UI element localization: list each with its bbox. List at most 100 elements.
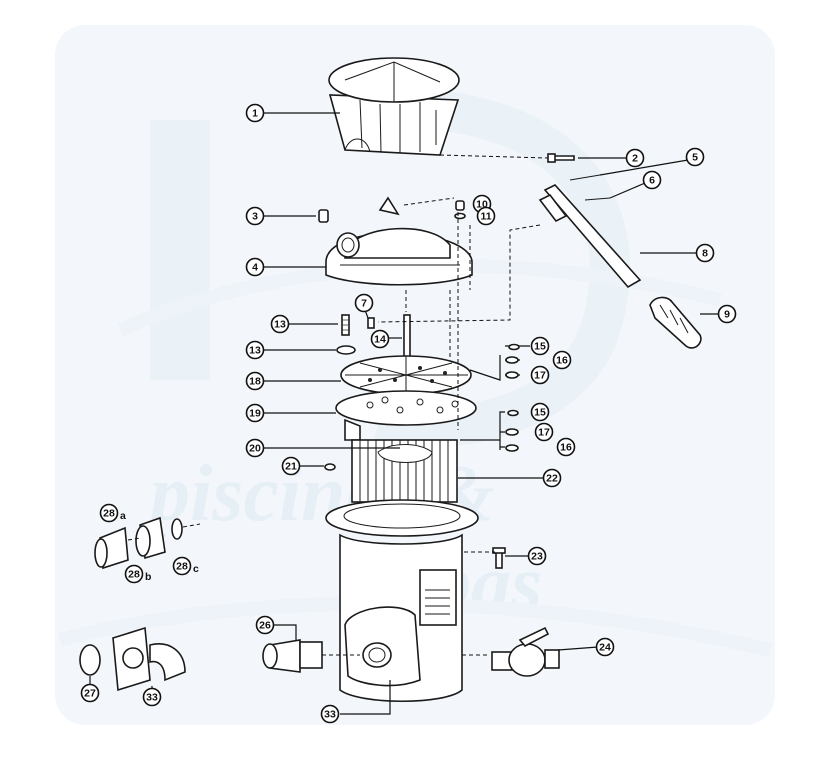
callout-c21: 21 [281, 456, 301, 476]
callout-c16a: 16 [552, 350, 572, 370]
callout-circle [245, 340, 265, 360]
callout-circle [142, 687, 162, 707]
part-drain-valve [491, 626, 560, 677]
callout-circle [527, 546, 547, 566]
callout-circle [642, 170, 662, 190]
callout-label: 14 [374, 334, 386, 346]
callout-c13a: 13 [270, 314, 290, 334]
callout-group: 1234567891011131314151516161717181920212… [80, 103, 737, 724]
callout-label: 28 [176, 561, 188, 573]
callout-c33a: 33 [142, 687, 162, 707]
callout-label: 23 [531, 551, 543, 563]
watermark-swoosh [338, 87, 630, 448]
callout-label: 7 [361, 298, 367, 310]
callout-circle [556, 437, 576, 457]
part-filter-cover [328, 57, 460, 156]
watermark-letter-bar [150, 120, 210, 380]
part-oring-and-elbow [79, 626, 186, 692]
callout-circle [534, 422, 554, 442]
callout-circle [320, 704, 340, 724]
callout-circle [625, 148, 645, 168]
callout-label: 17 [538, 427, 550, 439]
callout-c17a: 17 [530, 365, 550, 385]
callout-label: 16 [560, 442, 572, 454]
callout-c13b: 13 [245, 340, 265, 360]
callout-suffix: a [120, 510, 126, 522]
callout-label: 21 [285, 461, 297, 473]
callout-c23: 23 [527, 546, 547, 566]
callout-circle [80, 683, 100, 703]
callout-label: 24 [599, 642, 611, 654]
callout-circle [245, 371, 265, 391]
callout-circle [354, 293, 374, 313]
callout-circle [595, 637, 615, 657]
part-handle-grip [649, 296, 702, 349]
callout-label: 17 [534, 370, 546, 382]
callout-circle [530, 365, 550, 385]
assembly-dash-lines [127, 154, 549, 656]
callout-c28b: 28 b [124, 564, 151, 584]
callout-c2: 2 [625, 148, 645, 168]
callout-circle [370, 329, 390, 349]
part-handle [538, 174, 642, 289]
washer-markers [324, 343, 520, 471]
callout-c5: 5 [685, 147, 705, 167]
callout-c15a: 15 [530, 336, 550, 356]
callout-circle [530, 336, 550, 356]
callout-c28c: 28 c [172, 556, 199, 576]
callout-label: 6 [649, 175, 655, 187]
part-drain-plug [492, 547, 506, 569]
callout-circle [530, 402, 550, 422]
callout-c8: 8 [695, 243, 715, 263]
callout-label: 28 [103, 508, 115, 520]
callout-circle [172, 556, 192, 576]
callout-label: 13 [274, 319, 286, 331]
callout-c11: 11 [476, 206, 496, 226]
callout-c18: 18 [245, 371, 265, 391]
callout-label: 13 [249, 345, 261, 357]
callout-label: 2 [632, 153, 638, 165]
callout-label: 11 [480, 211, 491, 223]
callout-circle [717, 304, 737, 324]
part-cover-screw [547, 153, 575, 163]
callout-c28a: 28 a [99, 503, 126, 523]
callout-label: 20 [249, 443, 261, 455]
callout-c4: 4 [245, 257, 265, 277]
callout-label: 18 [249, 376, 261, 388]
callout-label: 33 [324, 709, 336, 721]
callout-label: 26 [259, 620, 271, 632]
callout-circle [542, 468, 562, 488]
callout-c22: 22 [542, 468, 562, 488]
callout-circle [255, 615, 275, 635]
callout-label: 15 [534, 407, 546, 419]
callout-label: 33 [146, 692, 158, 704]
callout-circle [270, 314, 290, 334]
callout-label: 27 [84, 688, 96, 700]
callout-circle [99, 503, 119, 523]
callout-label: 1 [252, 108, 258, 120]
callout-c19: 19 [245, 403, 265, 423]
callout-c6: 6 [642, 170, 662, 190]
callout-c9: 9 [717, 304, 737, 324]
callout-label: 28 [128, 569, 140, 581]
callout-label: 9 [724, 309, 730, 321]
callout-circle [685, 147, 705, 167]
callout-c20: 20 [245, 438, 265, 458]
callout-suffix: b [145, 571, 151, 583]
callout-c26: 26 [255, 615, 275, 635]
callout-circle [245, 438, 265, 458]
callout-c27: 27 [80, 683, 100, 703]
callout-circle [245, 403, 265, 423]
callout-label: 3 [252, 211, 258, 223]
leader-lines [89, 112, 720, 715]
callout-c3: 3 [245, 206, 265, 226]
callout-circle [245, 103, 265, 123]
callout-label: 22 [546, 473, 558, 485]
callout-suffix: c [193, 563, 199, 575]
part-top-grid-plate [340, 355, 472, 395]
callout-c14: 14 [370, 329, 390, 349]
callout-c24: 24 [595, 637, 615, 657]
part-tank-body [325, 499, 479, 703]
